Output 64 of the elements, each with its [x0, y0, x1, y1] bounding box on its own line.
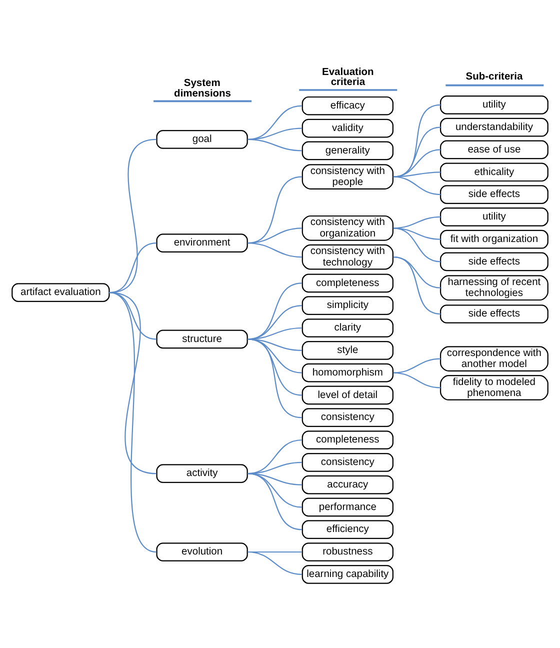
node-box: consistency with people — [302, 164, 394, 189]
node-box: side effects — [440, 252, 548, 271]
node-box: goal — [156, 130, 248, 148]
connector — [248, 550, 302, 574]
node-box: consistency with organization — [302, 214, 394, 240]
node-box: performance — [302, 497, 394, 516]
connector — [109, 138, 156, 293]
connector — [393, 358, 441, 373]
label: System dimensions — [174, 78, 232, 99]
node-box: structure — [156, 329, 248, 348]
connector — [248, 104, 302, 140]
node-box: style — [302, 340, 394, 360]
node-box: side effects — [440, 184, 548, 204]
node-box: clarity — [302, 318, 394, 337]
node-box: completeness — [302, 430, 394, 449]
connector — [393, 227, 441, 262]
connector — [248, 338, 302, 350]
node-box: correspondence with another model — [440, 346, 548, 371]
connector — [393, 171, 441, 177]
node-box: simplicity — [302, 296, 394, 315]
node-box: consistency with technology — [302, 244, 394, 270]
node-box: fidelity to modeled phenomena — [440, 374, 548, 400]
node-box: accuracy — [302, 474, 394, 494]
connector — [248, 472, 302, 530]
node-box: level of detail — [302, 385, 394, 404]
connector — [393, 372, 441, 388]
connector — [393, 256, 441, 314]
node-box: generality — [302, 140, 394, 160]
node-box: utility — [440, 207, 548, 226]
node-box: learning capability — [302, 564, 394, 584]
connector — [248, 338, 302, 418]
connector — [393, 176, 441, 195]
connector — [248, 338, 302, 396]
connector — [393, 126, 441, 177]
node-box: side effects — [440, 304, 548, 323]
connector — [393, 256, 441, 288]
node-box: evolution — [156, 542, 248, 561]
node-box: harnessing of recent technologies — [440, 274, 548, 300]
node-box: utility — [440, 95, 548, 114]
connector — [248, 138, 302, 151]
connector — [109, 242, 156, 293]
node-box: understandability — [440, 117, 548, 136]
node-box: validity — [302, 118, 394, 138]
label: Evaluation criteria — [322, 66, 374, 88]
connector — [393, 227, 441, 240]
node-box: ease of use — [440, 140, 548, 159]
node-box: fit with organization — [440, 229, 548, 248]
node-box: consistency — [302, 452, 394, 472]
node-box: environment — [156, 233, 248, 252]
node-box: homomorphism — [302, 362, 394, 382]
node-box: completeness — [302, 273, 394, 292]
connector — [108, 292, 157, 552]
node-box: ethicality — [440, 162, 548, 182]
connector — [248, 338, 302, 373]
label: Sub-criteria — [466, 71, 523, 82]
connector — [248, 242, 302, 258]
node-box: activity — [156, 464, 248, 483]
connector — [393, 104, 441, 177]
connector — [393, 148, 441, 177]
node-box: artifact evaluation — [12, 282, 110, 302]
node-box: robustness — [302, 542, 394, 561]
node-box: efficiency — [302, 520, 394, 539]
node-box: consistency — [302, 408, 394, 427]
node-box: efficacy — [302, 96, 394, 115]
